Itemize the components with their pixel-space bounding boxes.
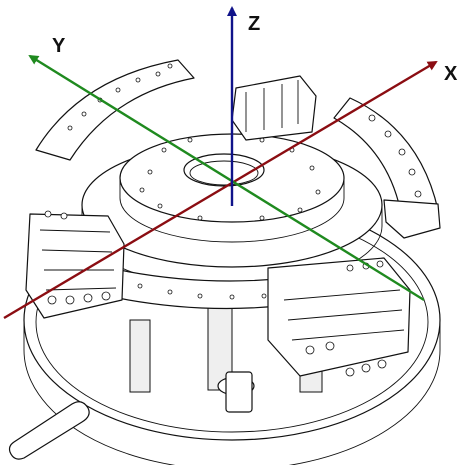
right-arc-holes bbox=[368, 114, 422, 198]
right-clamp-screws bbox=[305, 260, 387, 377]
x-axis-arrow bbox=[3, 60, 438, 320]
x-axis-label: X bbox=[444, 63, 458, 85]
left-clamp-screws bbox=[44, 210, 111, 305]
turret-holes bbox=[139, 137, 321, 221]
axes: X Y Z bbox=[3, 6, 458, 320]
y-axis-label: Y bbox=[52, 35, 66, 57]
fixture-drawing bbox=[8, 59, 441, 465]
z-axis-label: Z bbox=[248, 13, 260, 35]
y-axis-arrow bbox=[28, 54, 425, 302]
